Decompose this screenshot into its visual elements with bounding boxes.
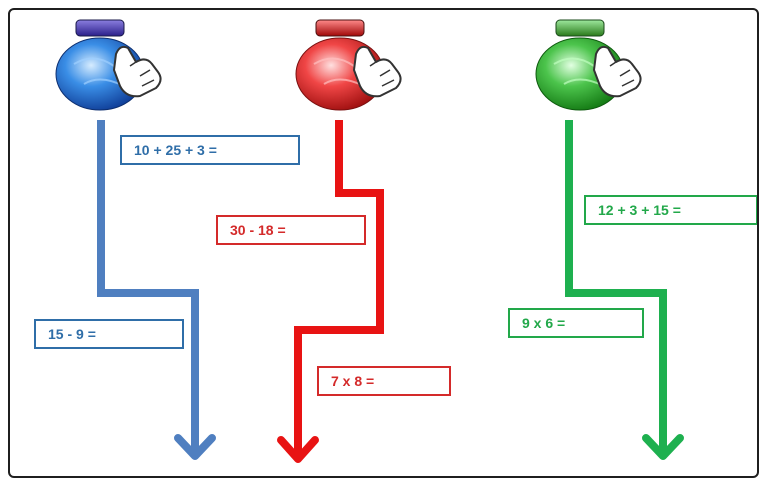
red-arrowhead — [277, 436, 319, 463]
blue-expression-2: 15 - 9 = — [34, 319, 184, 349]
worksheet-frame: 10 + 25 + 3 = 15 - 9 = 30 - 18 = 7 x 8 =… — [8, 8, 759, 478]
red-path-arrow — [294, 120, 384, 458]
green-expression-1: 12 + 3 + 15 = — [584, 195, 757, 225]
red-expression-1: 30 - 18 = — [216, 215, 366, 245]
blue-arrowhead — [174, 434, 216, 460]
path-arrows — [97, 120, 684, 463]
green-arrowhead — [642, 434, 684, 460]
green-path-arrow — [565, 120, 667, 455]
red-expression-2: 7 x 8 = — [317, 366, 451, 396]
green-expression-2: 9 x 6 = — [508, 308, 644, 338]
blue-path-arrow — [97, 120, 199, 455]
blue-expression-1: 10 + 25 + 3 = — [120, 135, 300, 165]
